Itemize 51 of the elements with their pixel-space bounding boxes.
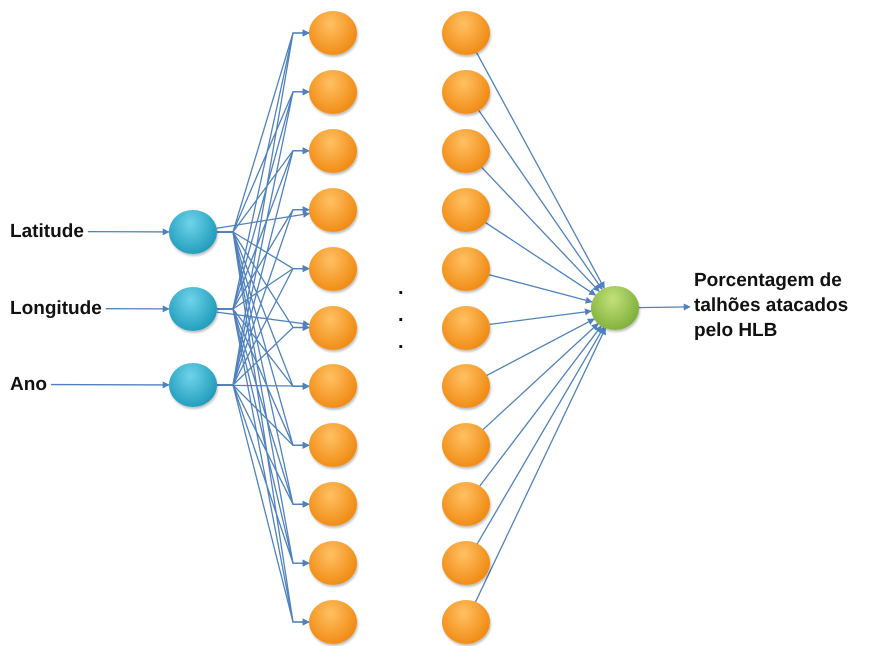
neuron-circle <box>442 600 490 644</box>
arrow <box>216 312 310 327</box>
arrow <box>88 228 170 236</box>
neuron-circle <box>442 306 490 350</box>
neuron-circle <box>442 188 490 232</box>
neuron-circle <box>169 210 217 254</box>
input-label: Latitude <box>10 219 84 244</box>
arrow <box>638 304 691 310</box>
arrow <box>490 308 592 326</box>
arrow <box>478 110 603 290</box>
neuron-circle <box>309 128 357 173</box>
input-label: Ano <box>10 372 47 397</box>
ellipsis-dot: . <box>398 332 404 352</box>
neuron-circle <box>309 70 357 114</box>
neuron-circle <box>169 287 217 331</box>
neuron-circle <box>309 246 357 291</box>
neuron-circle <box>442 70 490 114</box>
neuron-circle <box>309 423 357 468</box>
arrow <box>485 222 596 296</box>
arrow <box>486 318 595 376</box>
neuron-circle <box>442 246 490 291</box>
arrow <box>488 274 593 304</box>
arrow <box>482 323 599 430</box>
input-label: Longitude <box>10 296 102 321</box>
arrow <box>106 305 170 312</box>
neuron-circle <box>442 541 490 586</box>
neuron-circle <box>309 482 357 526</box>
arrow <box>217 382 310 390</box>
neuron-circle <box>442 128 490 173</box>
ellipsis-dot: . <box>398 278 404 298</box>
neuron-circle <box>309 364 357 408</box>
neuron-circle <box>442 482 490 526</box>
neuron-circle <box>309 541 357 586</box>
arrow <box>476 326 604 544</box>
output-label: Porcentagem de talhões atacados pelo HLB <box>694 268 876 343</box>
neuron-circle <box>309 11 357 55</box>
ellipsis-dot: . <box>398 305 404 325</box>
arrow <box>50 381 170 388</box>
arrow <box>474 328 606 602</box>
neuron-circle <box>442 423 490 468</box>
neuron-circle <box>309 306 357 350</box>
arrow <box>476 52 605 289</box>
neuron-circle <box>309 600 357 644</box>
neuron-circle <box>442 364 490 408</box>
arrow <box>479 326 602 487</box>
neuron-circle <box>591 286 639 330</box>
arrow <box>481 166 600 292</box>
neuron-circle <box>309 188 357 232</box>
arrow <box>216 211 310 229</box>
neuron-circle <box>169 363 217 407</box>
neuron-circle <box>442 11 490 55</box>
